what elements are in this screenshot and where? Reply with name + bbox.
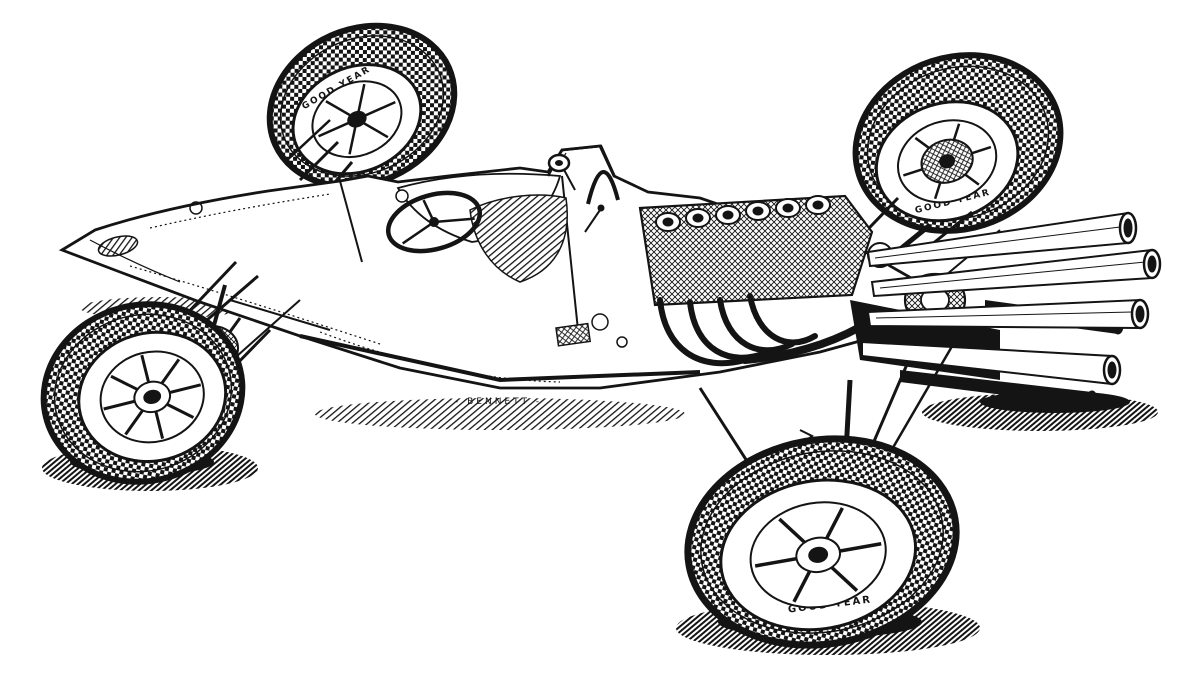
wheel-front-near [40, 301, 246, 485]
steering-wheel [385, 190, 483, 254]
roll-hoop [586, 170, 620, 205]
dash-gauge [395, 189, 409, 203]
intake-trumpets [655, 195, 831, 232]
gear-lever [584, 209, 601, 233]
wheel-front-far: GOOD YEAR [266, 22, 458, 190]
seat [469, 194, 568, 283]
midship-fittings [555, 313, 628, 348]
wheel-rear-far: GOOD YEAR [852, 52, 1064, 234]
artist-signature: - BENNETT - [455, 397, 542, 407]
exhaust-pipes [861, 211, 1162, 408]
rear-view-mirror [547, 153, 576, 191]
panel-lines [89, 175, 701, 383]
shadow-mid [315, 398, 685, 430]
wheel-rear-near: GOOD YEAR [684, 435, 960, 649]
exhaust-headers [657, 293, 876, 367]
